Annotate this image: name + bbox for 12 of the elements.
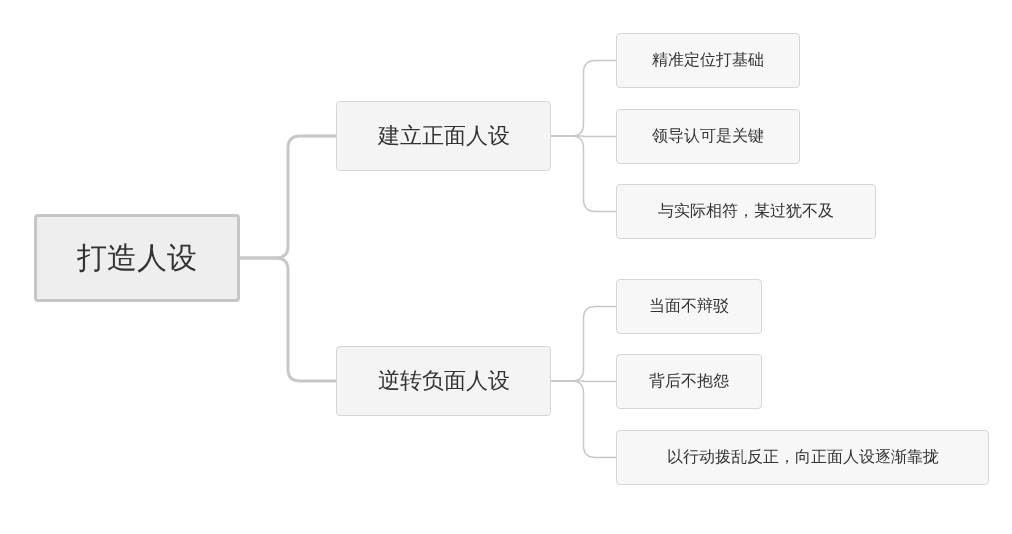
connector-line	[550, 380, 617, 459]
subtopic-box: 精准定位打基础	[616, 33, 800, 88]
subtopic-box: 当面不辩驳	[616, 279, 762, 334]
subtopic-box: 领导认可是关键	[616, 109, 800, 164]
connector-line	[550, 135, 617, 213]
subtopic-box: 与实际相符，某过犹不及	[616, 184, 876, 239]
root-topic-box: 打造人设	[34, 214, 240, 302]
subtopic-box: 背后不抱怨	[616, 354, 762, 409]
topic-box: 建立正面人设	[336, 101, 551, 171]
connector-line	[240, 256, 336, 383]
topic-box: 逆转负面人设	[336, 346, 551, 416]
subtopic-box: 以行动拨乱反正，向正面人设逐渐靠拢	[616, 430, 989, 485]
